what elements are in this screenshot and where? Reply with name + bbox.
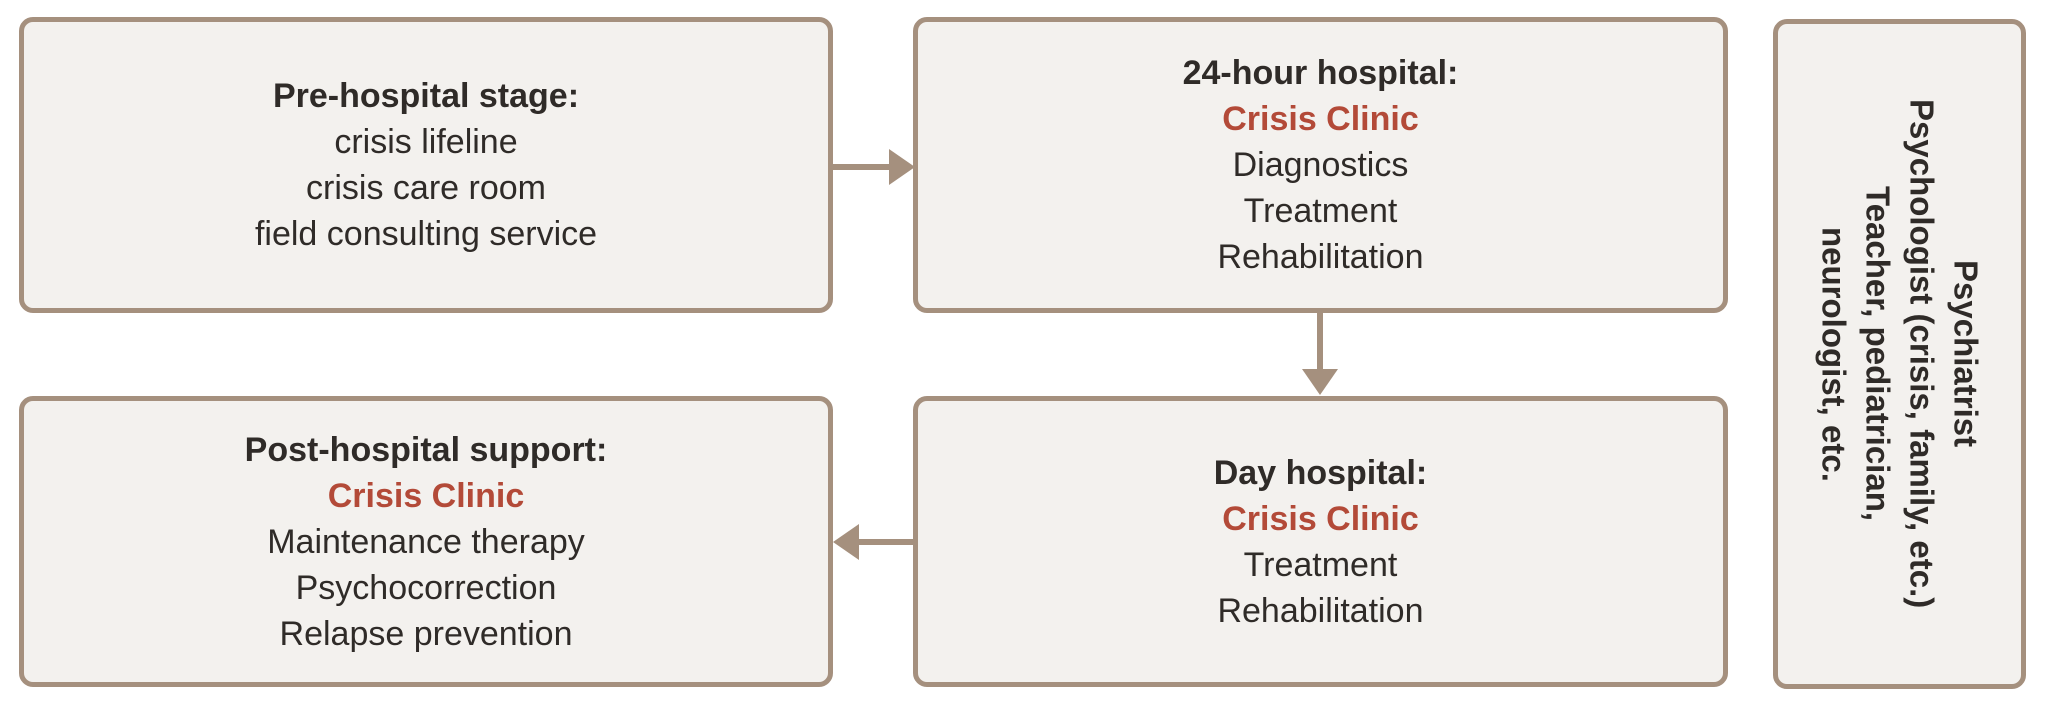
- pre-hospital-title: Pre-hospital stage:: [272, 77, 580, 115]
- pre-hospital-line: field consulting service: [254, 215, 598, 253]
- arrow-head: [833, 524, 859, 560]
- pre-hospital-line: crisis care room: [306, 169, 546, 207]
- arrow-shaft: [833, 164, 893, 170]
- post-hospital-content: Post-hospital support: Crisis Clinic Mai…: [245, 427, 608, 657]
- day-hospital-box: Day hospital: Crisis Clinic Treatment Re…: [913, 396, 1728, 687]
- specialists-box: Psychiatrist Psychologist (crisis, famil…: [1773, 19, 2026, 689]
- crisis-clinic-label: Crisis Clinic: [1222, 100, 1419, 138]
- hospital-24h-content: 24-hour hospital: Crisis Clinic Diagnost…: [1183, 50, 1459, 280]
- post-hospital-title: Post-hospital support:: [244, 430, 608, 469]
- hospital-24h-line: Rehabilitation: [1217, 238, 1424, 276]
- arrow-head: [1302, 369, 1338, 395]
- pre-hospital-line: crisis lifeline: [334, 123, 518, 161]
- arrow-shaft: [1317, 313, 1323, 371]
- specialist-line: Teacher, pediatrician,: [1859, 186, 1897, 522]
- hospital-24h-box: 24-hour hospital: Crisis Clinic Diagnost…: [913, 17, 1728, 313]
- day-hospital-line: Treatment: [1243, 545, 1398, 584]
- arrow-head: [889, 149, 915, 185]
- post-hospital-line: Maintenance therapy: [267, 522, 585, 561]
- day-hospital-title: Day hospital:: [1213, 453, 1428, 492]
- pre-hospital-content: Pre-hospital stage: crisis lifeline cris…: [255, 73, 597, 257]
- day-hospital-content: Day hospital: Crisis Clinic Treatment Re…: [1214, 450, 1427, 634]
- post-hospital-box: Post-hospital support: Crisis Clinic Mai…: [19, 396, 833, 687]
- specialists-vertical-text: Psychiatrist Psychologist (crisis, famil…: [1812, 24, 1988, 684]
- hospital-24h-title: 24-hour hospital:: [1182, 54, 1459, 92]
- specialist-line: neurologist, etc.: [1815, 226, 1853, 482]
- pre-hospital-box: Pre-hospital stage: crisis lifeline cris…: [19, 17, 833, 313]
- hospital-24h-line: Treatment: [1243, 192, 1398, 230]
- arrow-shaft: [857, 539, 917, 545]
- post-hospital-line: Psychocorrection: [295, 568, 557, 607]
- specialist-line: Psychologist (crisis, family, etc.): [1903, 99, 1941, 609]
- hospital-24h-line: Diagnostics: [1232, 146, 1409, 184]
- post-hospital-line: Relapse prevention: [279, 614, 573, 653]
- day-hospital-line: Rehabilitation: [1217, 591, 1424, 630]
- specialist-line: Psychiatrist: [1947, 260, 1985, 448]
- crisis-clinic-label: Crisis Clinic: [327, 476, 525, 515]
- crisis-clinic-label: Crisis Clinic: [1222, 499, 1419, 538]
